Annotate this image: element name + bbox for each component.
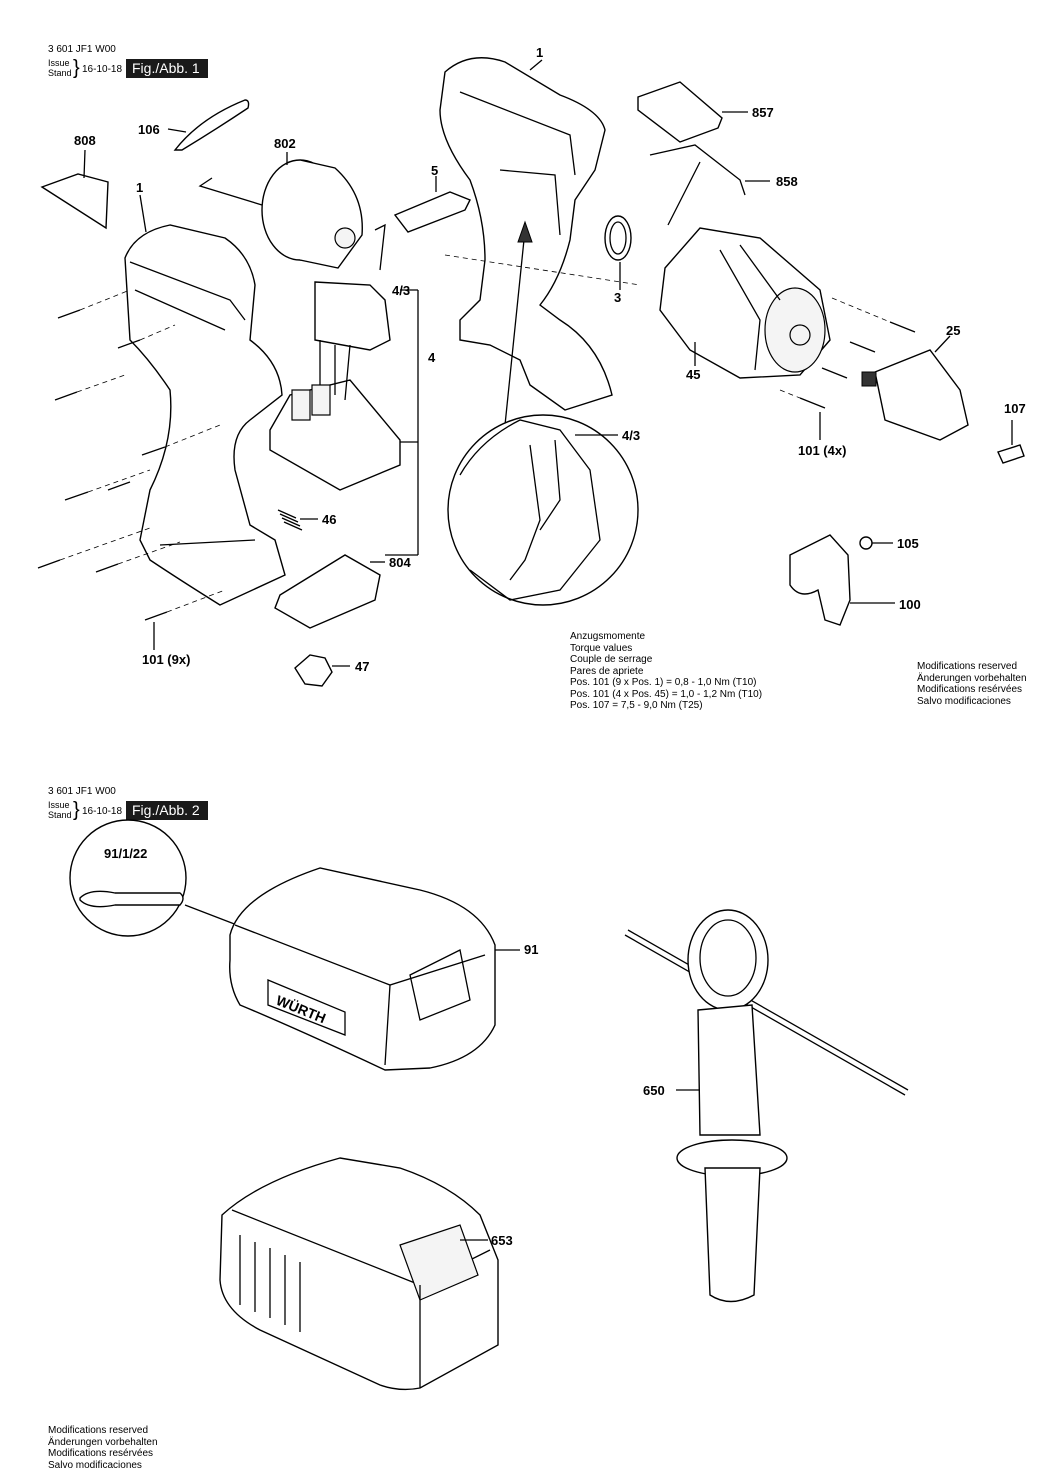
callout-5: 5 bbox=[431, 163, 439, 178]
figure-title: Fig./Abb. 2 bbox=[126, 801, 208, 820]
callout-101-4x: 101 (4x) bbox=[798, 443, 847, 458]
torque-title-de: Anzugsmomente bbox=[570, 631, 646, 642]
callout-4-3: 4/3 bbox=[392, 283, 411, 298]
callout-808: 808 bbox=[74, 133, 96, 148]
torque-title-es: Pares de apriete bbox=[570, 665, 644, 677]
part-100-belt-clip bbox=[789, 534, 895, 626]
part-1-left-housing bbox=[124, 194, 286, 606]
issue-date: 16-10-18 bbox=[82, 806, 123, 817]
part-3-ring bbox=[604, 215, 632, 290]
part-802-motor bbox=[198, 152, 363, 269]
torque-values-note: Anzugsmomente Torque values Couple de se… bbox=[570, 631, 762, 712]
part-47-cap bbox=[294, 654, 350, 687]
callout-3: 3 bbox=[614, 290, 622, 305]
part-45-gearbox bbox=[444, 227, 831, 379]
modifications-fr: Modifications resérvées bbox=[917, 684, 1023, 695]
part-650-aux-handle bbox=[624, 909, 909, 1303]
callout-802: 802 bbox=[274, 136, 296, 151]
callout-4: 4 bbox=[428, 350, 436, 365]
callout-91-1-22: 91/1/22 bbox=[104, 846, 148, 861]
modifications-de: Änderungen vorbehalten bbox=[48, 1436, 158, 1448]
part-5-cover bbox=[393, 176, 471, 233]
issue-date: 16-10-18 bbox=[82, 64, 123, 75]
callout-100: 100 bbox=[899, 597, 921, 612]
callout-47: 47 bbox=[355, 659, 370, 674]
part-858-spring bbox=[649, 144, 770, 226]
callout-858: 858 bbox=[776, 174, 798, 189]
modifications-es: Salvo modificaciones bbox=[917, 695, 1011, 707]
modifications-de: Änderungen vorbehalten bbox=[917, 672, 1027, 684]
callout-107: 107 bbox=[1004, 401, 1026, 416]
part-857-switch-cap bbox=[637, 81, 748, 143]
issue-label-en: Issue bbox=[48, 800, 70, 810]
callout-857: 857 bbox=[752, 105, 774, 120]
callout-25: 25 bbox=[946, 323, 961, 338]
zoom-arrow bbox=[504, 220, 533, 426]
callout-45: 45 bbox=[686, 367, 701, 382]
part-25-chuck bbox=[861, 335, 969, 441]
document-number: 3 601 JF1 W00 bbox=[48, 786, 116, 797]
modifications-note: Modifications reserved Änderungen vorbeh… bbox=[48, 1425, 158, 1471]
modifications-en: Modifications reserved bbox=[48, 1425, 149, 1436]
detail-label-circle bbox=[69, 819, 238, 937]
part-4-electronics bbox=[269, 223, 419, 556]
issue-label-de: Stand bbox=[48, 810, 72, 820]
part-804-plate bbox=[274, 554, 385, 629]
callout-46: 46 bbox=[322, 512, 337, 527]
callout-653: 653 bbox=[491, 1233, 513, 1248]
issue-label: Issue Stand bbox=[48, 800, 72, 820]
figure-title: Fig./Abb. 1 bbox=[126, 59, 208, 78]
part-106-badge bbox=[167, 99, 250, 151]
issue-label-en: Issue bbox=[48, 58, 70, 68]
callout-106: 106 bbox=[138, 122, 160, 137]
brace-symbol: } bbox=[73, 799, 80, 821]
document-number: 3 601 JF1 W00 bbox=[48, 44, 116, 55]
part-808-label bbox=[40, 149, 109, 230]
modifications-fr: Modifications resérvées bbox=[48, 1448, 154, 1459]
modifications-en: Modifications reserved bbox=[917, 661, 1018, 672]
torque-line-pos101-9x: Pos. 101 (9 x Pos. 1) = 0,8 - 1,0 Nm (T1… bbox=[570, 677, 757, 688]
part-107-screw bbox=[997, 420, 1025, 464]
issue-label-de: Stand bbox=[48, 68, 72, 78]
callout-1: 1 bbox=[536, 45, 544, 60]
part-105-screw bbox=[859, 536, 893, 550]
callout-650: 650 bbox=[643, 1083, 665, 1098]
torque-line-pos107: Pos. 107 = 7,5 - 9,0 Nm (T25) bbox=[570, 700, 703, 711]
callout-4-3-detail: 4/3 bbox=[622, 428, 641, 443]
callout-804: 804 bbox=[389, 555, 411, 570]
brace-symbol: } bbox=[73, 57, 80, 79]
modifications-es: Salvo modificaciones bbox=[48, 1459, 142, 1471]
part-46-spring bbox=[277, 509, 318, 531]
part-653-charger bbox=[219, 1157, 499, 1391]
callout-1-left: 1 bbox=[136, 180, 144, 195]
modifications-note: Modifications reserved Änderungen vorbeh… bbox=[917, 661, 1027, 707]
callout-91: 91 bbox=[524, 942, 539, 957]
screws-101-right bbox=[779, 297, 916, 440]
callout-101-9x: 101 (9x) bbox=[142, 652, 191, 667]
callout-105: 105 bbox=[897, 536, 919, 551]
screws-101-left bbox=[37, 289, 226, 650]
torque-title-fr: Couple de serrage bbox=[570, 654, 653, 665]
torque-title-en: Torque values bbox=[570, 642, 633, 654]
part-91-battery: WÜRTH bbox=[229, 867, 520, 1071]
detail-zoom-circle bbox=[447, 414, 639, 606]
issue-label: Issue Stand bbox=[48, 58, 72, 78]
torque-line-pos101-4x: Pos. 101 (4 x Pos. 45) = 1,0 - 1,2 Nm (T… bbox=[570, 688, 763, 700]
